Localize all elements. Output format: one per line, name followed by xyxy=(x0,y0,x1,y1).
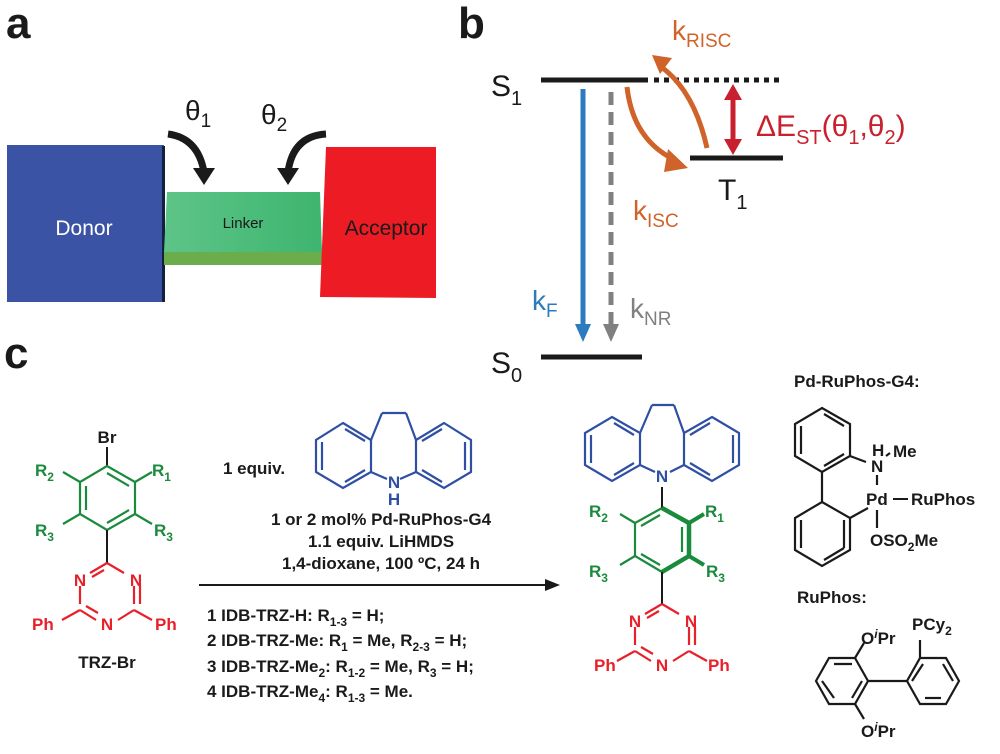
reagent-equiv: 1 equiv. xyxy=(223,459,285,478)
linker-label: Linker xyxy=(223,215,264,232)
reactant-name: TRZ-Br xyxy=(78,653,136,672)
catalyst-h: H xyxy=(872,441,884,460)
product-aryl-ring xyxy=(619,506,706,574)
reagent-iminodibenzyl: 1 equiv. N H xyxy=(223,411,473,509)
ruphos-oipr-bottom: OiPr xyxy=(861,720,896,741)
ruphos-biaryl xyxy=(814,640,961,720)
triazine-n-left: N xyxy=(74,571,86,590)
s0-label: S0 xyxy=(491,347,522,387)
product-ph-left: Ph xyxy=(594,656,616,675)
knr-arrowhead-icon xyxy=(603,324,619,342)
ruphos-title: RuPhos: xyxy=(797,588,867,607)
panel-c-label: c xyxy=(4,329,28,378)
kf-arrowhead-icon xyxy=(575,324,591,342)
product-ph-right: Ph xyxy=(708,656,730,675)
panel-a-label: a xyxy=(6,0,31,48)
ruphos-pcy2: PCy2 xyxy=(912,615,952,638)
kisc-arrow xyxy=(624,86,677,163)
product-triazine-ring xyxy=(616,603,708,662)
donor-block-edge xyxy=(162,146,165,302)
triazine-ring xyxy=(61,562,153,621)
acceptor-block xyxy=(320,147,436,298)
triazine-n-bottom: N xyxy=(101,615,113,634)
product-item-4: 4 IDB-TRZ-Me4: R1-3 = Me. xyxy=(207,682,413,705)
panel-c: c Br R1 R2 R3 R3 xyxy=(4,329,975,741)
acceptor-label: Acceptor xyxy=(345,217,428,240)
r1-label: R1 xyxy=(152,461,171,484)
r3-right-label: R3 xyxy=(154,521,173,544)
reactant-trz-br: Br R1 R2 R3 R3 xyxy=(32,428,177,672)
ruphos-structure: RuPhos: OiPr OiPr xyxy=(797,588,961,741)
krisc-arrowhead-icon xyxy=(652,55,672,74)
linker-block-shadow xyxy=(164,252,322,265)
product-triazine-n-bottom: N xyxy=(656,656,668,675)
product-r1-label: R1 xyxy=(705,502,724,525)
product-r3-right-label: R3 xyxy=(706,562,725,585)
knr-label: kNR xyxy=(630,293,671,330)
theta2-label: θ2 xyxy=(261,99,287,136)
catalyst-structure: Pd-RuPhos-G4: xyxy=(793,372,975,568)
ph-right-label: Ph xyxy=(155,615,177,634)
product-item-3: 3 IDB-TRZ-Me2: R1-2 = Me, R3 = H; xyxy=(207,657,474,680)
catalyst-me: Me xyxy=(893,442,917,461)
catalyst-title: Pd-RuPhos-G4: xyxy=(794,372,920,391)
kisc-arrowhead-icon xyxy=(664,149,688,172)
catalyst-pd: Pd xyxy=(866,490,888,509)
reaction-arrowhead-icon xyxy=(545,579,560,591)
br-label: Br xyxy=(98,428,117,447)
product-iminodibenzyl xyxy=(583,403,741,483)
theta1-label: θ1 xyxy=(185,95,211,132)
product-r2-label: R2 xyxy=(589,502,608,525)
product-item-2: 2 IDB-TRZ-Me: R1 = Me, R2-3 = H; xyxy=(207,631,467,654)
s1-label: S1 xyxy=(491,70,522,110)
condition-solvent: 1,4-dioxane, 100 ºC, 24 h xyxy=(282,554,480,573)
aryl-ring xyxy=(62,464,153,532)
triazine-n-right: N xyxy=(130,571,142,590)
product-list: 1 IDB-TRZ-H: R1-3 = H; 2 IDB-TRZ-Me: R1 … xyxy=(207,606,474,705)
ph-left-label: Ph xyxy=(32,615,54,634)
condition-base: 1.1 equiv. LiHMDS xyxy=(308,532,454,551)
krisc-arrow xyxy=(658,63,710,149)
catalyst-oso2me: OSO2Me xyxy=(870,531,938,554)
reagent-h: H xyxy=(388,490,400,509)
catalyst-n: N xyxy=(871,457,883,476)
panel-b-label: b xyxy=(458,0,485,48)
theta1-arrow xyxy=(167,130,208,173)
r3-left-label: R3 xyxy=(35,521,54,544)
linker-block xyxy=(164,192,322,252)
kf-label: kF xyxy=(532,285,558,322)
catalyst-ruphos: RuPhos xyxy=(911,490,975,509)
t1-label: T1 xyxy=(718,174,747,214)
panel-a: a Donor Linker Acceptor θ1 θ2 xyxy=(6,0,436,302)
theta2-arrow xyxy=(284,130,327,173)
product-n: N xyxy=(656,467,668,486)
delta-est-label: ΔEST(θ1,θ2) xyxy=(756,110,906,149)
product-structure: N R1 R2 R3 R3 xyxy=(583,403,741,675)
product-triazine-n-right: N xyxy=(685,612,697,631)
iminodibenzyl-structure xyxy=(314,411,473,490)
theta2-arrowhead-icon xyxy=(277,168,299,185)
product-item-1: 1 IDB-TRZ-H: R1-3 = H; xyxy=(207,606,384,629)
delta-est-arrowhead-down-icon xyxy=(724,139,742,155)
product-r3-left-label: R3 xyxy=(589,562,608,585)
ruphos-oipr-top: OiPr xyxy=(861,627,896,648)
panel-b: b S1 S0 T1 kF kNR kISC kRISC ΔEST(θ1,θ2) xyxy=(458,0,906,387)
donor-label: Donor xyxy=(55,217,112,240)
condition-catalyst: 1 or 2 mol% Pd-RuPhos-G4 xyxy=(271,510,492,529)
reagent-n: N xyxy=(388,473,400,492)
krisc-label: kRISC xyxy=(672,15,731,52)
r2-label: R2 xyxy=(35,461,54,484)
catalyst-biphenyl xyxy=(793,406,891,568)
theta1-arrowhead-icon xyxy=(193,168,215,185)
donor-block xyxy=(7,145,164,302)
kisc-label: kISC xyxy=(633,195,679,232)
product-triazine-n-left: N xyxy=(629,612,641,631)
delta-est-arrowhead-up-icon xyxy=(724,84,742,100)
